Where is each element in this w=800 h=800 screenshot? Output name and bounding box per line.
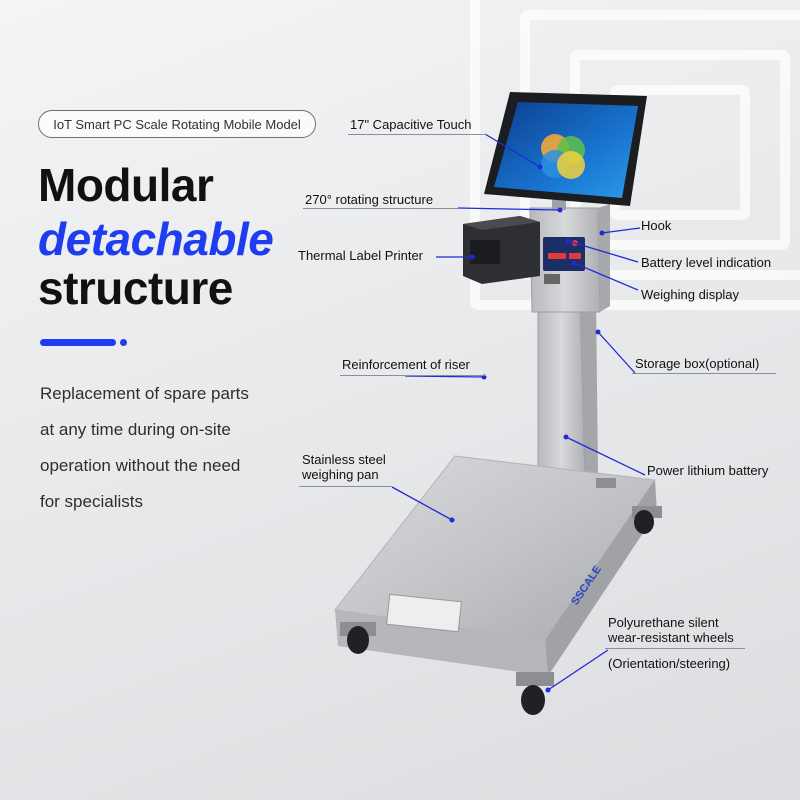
accent-bar — [40, 339, 116, 346]
callout-pan-line1: Stainless steel — [302, 452, 386, 467]
callout-rotating-structure: 270° rotating structure — [305, 192, 434, 207]
callout-wheels-line3: (Orientation/steering) — [608, 656, 731, 671]
callout-underline — [340, 375, 486, 376]
description-line: at any time during on-site — [40, 420, 231, 439]
headline-detachable: detachable — [38, 213, 274, 265]
callout-underline — [299, 486, 392, 487]
description-line: Replacement of spare parts — [40, 384, 249, 403]
callout-riser: Reinforcement of riser — [342, 357, 470, 372]
control-housing — [529, 204, 610, 313]
riser — [537, 296, 598, 479]
callout-hook: Hook — [641, 218, 672, 233]
callout-capacitive-touch: 17" Capacitive Touch — [350, 117, 472, 132]
callout-underline — [348, 134, 486, 135]
headline-structure: structure — [38, 262, 233, 314]
thermal-printer — [463, 216, 540, 284]
callout-storage-box: Storage box(optional) — [635, 356, 760, 371]
callout-dots — [449, 164, 605, 693]
description-line: for specialists — [40, 492, 143, 511]
subtitle-pill: IoT Smart PC Scale Rotating Mobile Model — [38, 110, 316, 138]
weighing-pan: SSCALE — [334, 455, 657, 676]
description-line: operation without the need — [40, 456, 241, 475]
headline-modular: Modular — [38, 159, 214, 211]
callout-pan-line2: weighing pan — [302, 467, 379, 482]
callout-wheels-line1: Polyurethane silent — [608, 615, 719, 630]
callout-wheels-line2: wear-resistant wheels — [608, 630, 734, 645]
callout-underline — [605, 648, 745, 649]
callout-battery: Power lithium battery — [647, 463, 769, 478]
callout-battery-level: Battery level indication — [641, 255, 772, 270]
description: Replacement of spare parts at any time d… — [40, 376, 266, 520]
accent-dot — [120, 339, 127, 346]
monitor — [484, 92, 647, 206]
callout-thermal-printer: Thermal Label Printer — [298, 248, 423, 263]
callout-weighing-display: Weighing display — [641, 287, 740, 302]
wheels — [340, 478, 662, 715]
callout-underline — [303, 208, 458, 209]
callout-lines — [391, 133, 646, 691]
callout-underline — [632, 373, 776, 374]
